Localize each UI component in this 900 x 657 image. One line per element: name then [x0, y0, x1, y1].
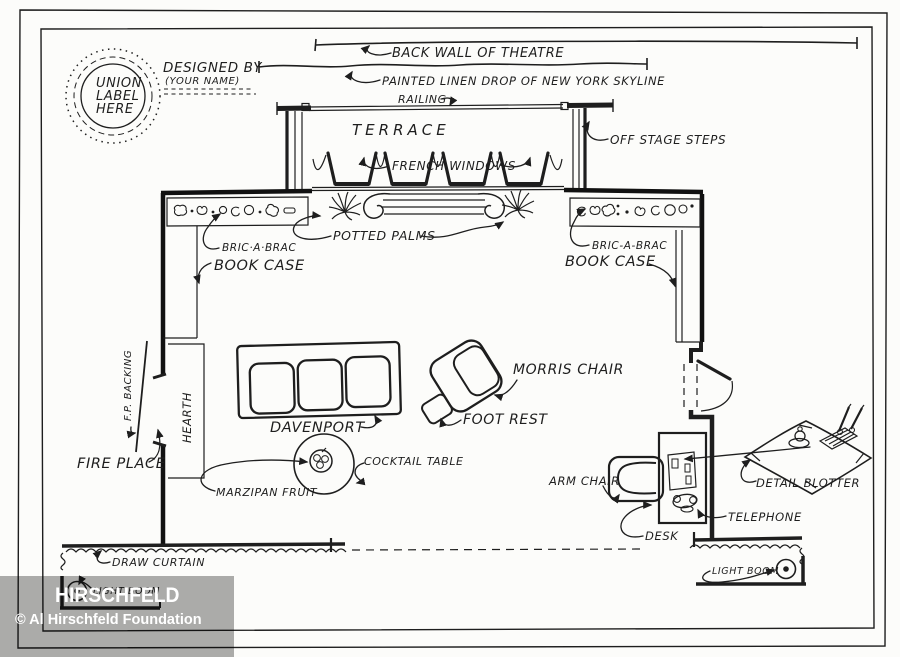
- light-boom-left: [60, 576, 161, 610]
- designed-by-block: DESIGNED BY (YOUR NAME): [163, 60, 263, 95]
- label-bric-a-brac-left: BRIC·A·BRAC: [222, 242, 296, 254]
- label-light-boom-right: LIGHT BOOM: [712, 566, 779, 577]
- stamp-line2: LABEL: [96, 89, 140, 104]
- potted-palm-right: [501, 189, 535, 219]
- page-border: [17, 9, 888, 649]
- label-potted-palms: POTTED PALMS: [333, 228, 436, 243]
- label-davenport: DAVENPORT: [270, 420, 365, 436]
- bric-a-brac-left-items: [173, 202, 296, 219]
- bric-a-brac-right-items: [576, 202, 694, 218]
- room-walls: [160, 187, 715, 546]
- label-foot-rest: FOOT REST: [463, 412, 548, 428]
- back-wall-line: [314, 37, 858, 52]
- marzipan-fruit-bowl: [309, 447, 333, 473]
- label-morris-chair: MORRIS CHAIR: [513, 362, 624, 378]
- davenport: [236, 340, 402, 420]
- fireplace: [135, 340, 205, 479]
- desk-blotter: [667, 451, 697, 491]
- pen-stand: [818, 403, 865, 450]
- label-off-stage-steps: OFF STAGE STEPS: [610, 133, 726, 147]
- label-fp-backing: F.P. BACKING: [123, 350, 134, 421]
- light-boom-icon: [66, 580, 88, 602]
- light-boom-icon: [775, 558, 797, 580]
- label-back-wall: BACK WALL OF THEATRE: [392, 46, 564, 61]
- light-boom-right: [696, 556, 806, 586]
- label-fire-place: FIRE PLACE: [77, 456, 166, 472]
- label-marzipan-fruit: MARZIPAN FRUIT: [216, 486, 318, 499]
- potted-palm-left: [328, 191, 362, 221]
- bookcase-left: [163, 196, 309, 339]
- foot-rest: [421, 393, 453, 425]
- union-label-stamp: UNION LABEL HERE: [65, 48, 161, 144]
- watermark-copyright: © Al Hirschfeld Foundation: [15, 612, 202, 628]
- watermark-brand: HIRSCHFELD: [55, 584, 180, 607]
- label-book-case-right: BOOK CASE: [565, 254, 656, 270]
- desk: [657, 431, 708, 525]
- label-arm-chair: ARM CHAIR: [548, 474, 620, 488]
- linen-drop-line: [258, 58, 648, 73]
- label-cocktail-table: COCKTAIL TABLE: [364, 455, 464, 468]
- bookcase-right: [569, 197, 702, 343]
- label-detail-blotter: DETAIL BLOTTER: [756, 476, 860, 490]
- watermark-overlay: HIRSCHFELD © Al Hirschfeld Foundation: [0, 576, 234, 657]
- label-hearth: HEARTH: [180, 392, 194, 443]
- label-railing: RAILING: [398, 93, 447, 106]
- label-draw-curtain: DRAW CURTAIN: [112, 556, 205, 569]
- inkwell: [788, 426, 810, 449]
- label-light-boom-left: LIGHT BOOM: [93, 586, 160, 597]
- label-desk: DESK: [645, 529, 679, 543]
- designed-by-label: DESIGNED BY: [163, 60, 263, 76]
- arm-chair: [607, 455, 665, 503]
- telephone: [672, 493, 698, 513]
- stamp-line3: HERE: [96, 102, 134, 117]
- stairs-left: [276, 102, 312, 190]
- label-french-windows: FRENCH WINDOWS: [392, 159, 516, 173]
- label-linen-drop: PAINTED LINEN DROP OF NEW YORK SKYLINE: [382, 74, 665, 88]
- detail-blotter: [743, 403, 873, 495]
- door-right: [683, 359, 733, 412]
- label-terrace: TERRACE: [352, 121, 450, 139]
- label-bric-a-brac-right: BRIC-A-BRAC: [592, 240, 667, 252]
- label-book-case-left: BOOK CASE: [214, 258, 305, 274]
- morris-chair: [429, 339, 503, 413]
- draw-curtain: [60, 532, 805, 571]
- cocktail-table: [293, 433, 355, 495]
- scroll-steps: [363, 192, 505, 219]
- label-telephone: TELEPHONE: [728, 510, 802, 524]
- stairs-right: [566, 99, 614, 190]
- your-name-label: (YOUR NAME): [165, 76, 240, 87]
- stamp-line1: UNION: [96, 76, 142, 91]
